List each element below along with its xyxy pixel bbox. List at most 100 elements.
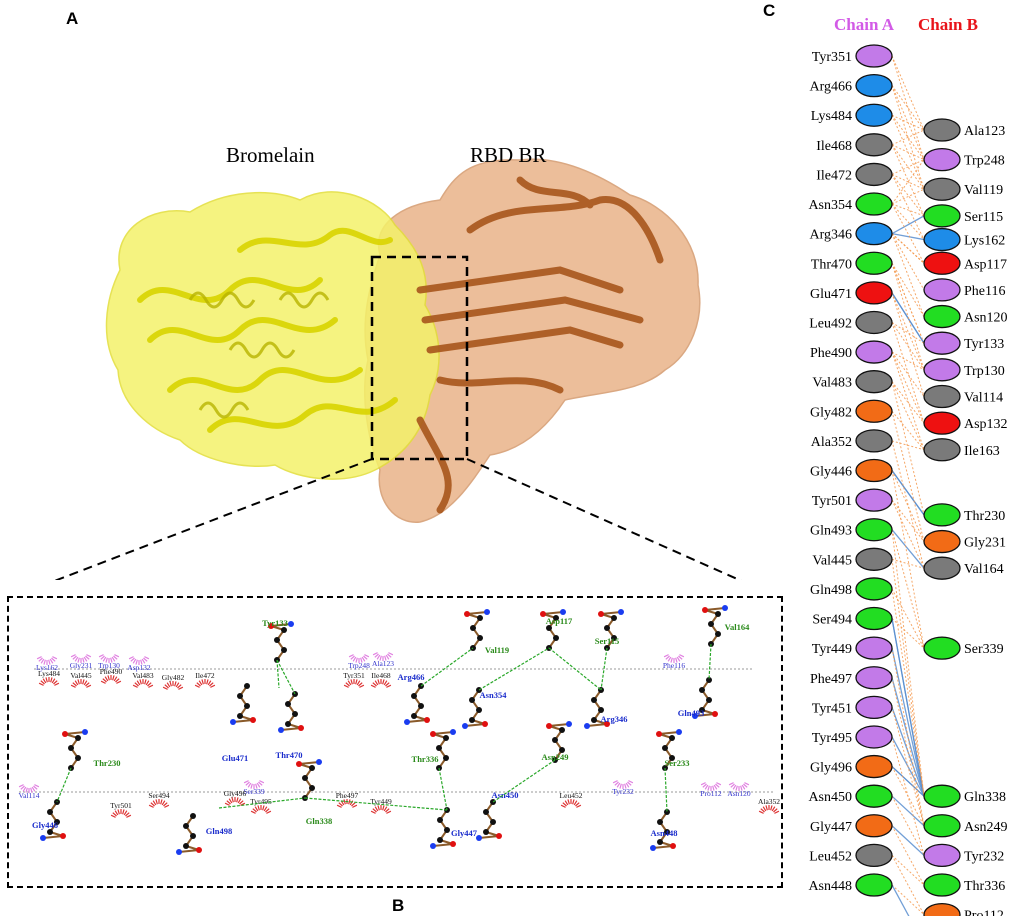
atom	[443, 735, 449, 741]
residue-node	[855, 44, 893, 68]
residue-node	[855, 399, 893, 423]
hydrophobic-arc	[740, 785, 743, 791]
residue-gln493: Gln493	[678, 677, 718, 719]
hydrophobic-arc	[771, 806, 776, 812]
hydrophobic-contact-lys162: Lys162	[36, 656, 58, 672]
atom	[404, 719, 410, 725]
bond	[464, 723, 486, 727]
hydrophobic-arc	[54, 682, 60, 686]
chain-a-residue-val445: Val445	[812, 547, 893, 571]
hydrophobic-arc	[196, 682, 201, 687]
atom	[477, 635, 483, 641]
hydrophobic-arc	[377, 805, 380, 811]
residue-label: Ser339	[964, 642, 1004, 657]
bromelain-surface	[105, 191, 440, 480]
hydrophobic-arc	[374, 680, 379, 686]
hydrophobic-arc	[240, 802, 246, 806]
hydrophobic-arc	[123, 810, 128, 816]
residue-node	[923, 411, 961, 435]
hydrophobic-arc	[572, 799, 575, 805]
atom	[75, 755, 81, 761]
interaction-line	[891, 174, 925, 217]
residue-node	[923, 177, 961, 201]
residue-name-label: Asn249	[542, 752, 569, 762]
residue-node	[923, 227, 961, 252]
bond	[466, 611, 488, 615]
hydrophobic-contact-val114: Val114	[19, 784, 40, 800]
interaction-line	[891, 884, 925, 915]
hydrogen-bond-line	[664, 767, 668, 813]
residue-name-label: Glu471	[222, 753, 248, 763]
interaction-line	[891, 707, 925, 826]
hydrophobic-contact-trp130: Trp130	[98, 654, 120, 670]
residue-label: Val164	[964, 562, 1004, 577]
atom	[712, 711, 718, 717]
interaction-line	[891, 233, 925, 291]
atom	[482, 721, 488, 727]
residue-name-label: Asn354	[480, 690, 508, 700]
hydrophobic-arc	[707, 785, 710, 791]
interaction-line	[891, 381, 925, 516]
bond	[432, 731, 454, 735]
hydrophobic-label: Ala123	[372, 659, 394, 668]
residue-arg466: Arg466	[398, 672, 430, 725]
residue-label: Arg466	[809, 80, 852, 95]
hydrophobic-label: Gly496	[224, 789, 247, 798]
residue-label: Leu452	[809, 849, 852, 864]
residue-node	[923, 843, 961, 868]
hydrophobic-arc	[350, 655, 355, 660]
chain-a-residue-gly496: Gly496	[810, 754, 893, 779]
atom	[68, 745, 74, 751]
hydrophobic-arc	[236, 797, 239, 803]
hydrophobic-arc	[700, 782, 706, 786]
chain-a-residue-asn450: Asn450	[808, 784, 893, 808]
residue-label: Ile163	[964, 444, 1000, 459]
chain-b-residue-gln338: Gln338	[923, 784, 1006, 808]
hydrogen-bond-line	[438, 767, 448, 811]
hydrophobic-contact-phe497: Phe497	[336, 791, 359, 808]
atom	[47, 829, 53, 835]
residue-name-label: Thr470	[276, 750, 303, 760]
bond	[694, 713, 716, 717]
hydrophobic-arc	[385, 682, 390, 687]
chain-a-residue-arg346: Arg346	[809, 221, 893, 246]
hydrophobic-arc	[619, 783, 622, 789]
hydrophobic-arc	[226, 800, 231, 805]
interaction-line	[891, 855, 925, 915]
residue-node	[855, 458, 893, 483]
hydrophobic-arc	[263, 806, 268, 812]
interaction-line	[891, 144, 925, 190]
atom	[662, 745, 668, 751]
bromelain-helices	[188, 291, 330, 419]
atom	[281, 647, 287, 653]
residue-node	[855, 577, 893, 601]
hydrophobic-arc	[614, 781, 619, 786]
residue-label: Gly446	[810, 465, 852, 480]
chain-b-residue-thr336: Thr336	[923, 873, 1005, 897]
bond	[232, 719, 254, 723]
hydrogen-bond-line	[548, 647, 602, 691]
chain-b-residue-tyr133: Tyr133	[923, 331, 1004, 355]
chain-a-residue-ile468: Ile468	[816, 133, 893, 157]
hydrophobic-arc	[564, 800, 569, 806]
hydrophobic-label: Phe490	[100, 667, 123, 676]
hydrophobic-arc	[175, 682, 180, 688]
interaction-line	[891, 470, 925, 542]
hydrophobic-arc	[343, 684, 349, 688]
hydrophobic-arc	[38, 682, 44, 686]
interaction-line	[891, 233, 925, 241]
hydrophobic-arc	[113, 676, 118, 682]
hydrophobic-arc	[45, 677, 48, 683]
bromelain-label: Bromelain	[226, 143, 315, 167]
interaction-line	[891, 203, 925, 217]
atom	[553, 615, 559, 621]
residue-name-label: Asp117	[546, 616, 573, 626]
atom	[657, 839, 663, 845]
interaction-line	[891, 351, 925, 371]
hydrophobic-arc	[207, 680, 212, 686]
hydrophobic-arc	[728, 782, 734, 786]
atom	[692, 713, 698, 719]
residue-ser233: Ser233	[656, 729, 690, 771]
hydrophobic-arc	[386, 684, 392, 688]
